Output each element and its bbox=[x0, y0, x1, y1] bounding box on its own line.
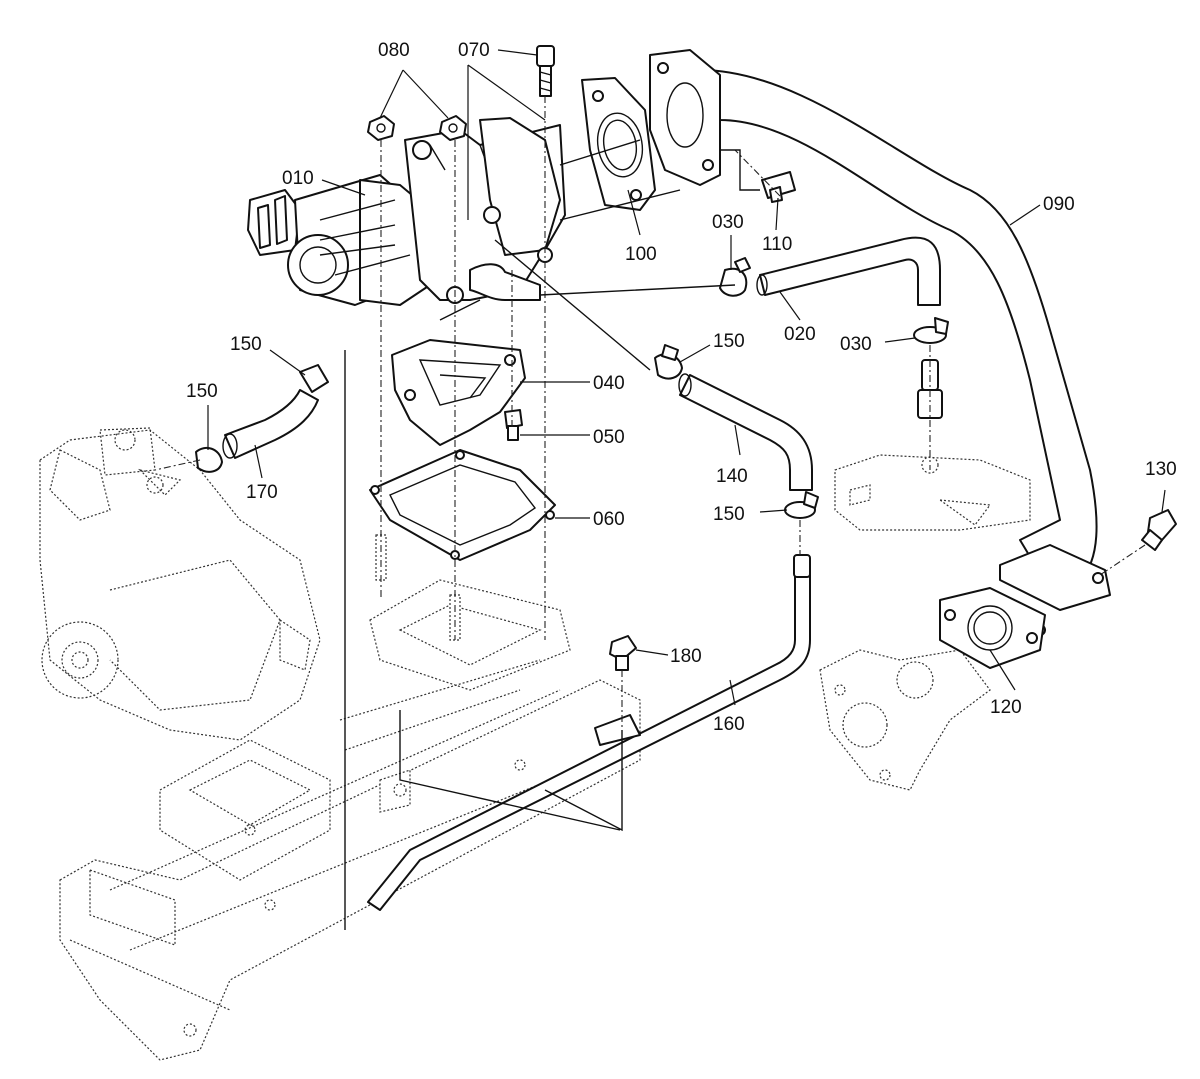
callout-180: 180 bbox=[670, 646, 702, 667]
engine-block-ghost bbox=[59, 579, 641, 1061]
egr-valve bbox=[247, 117, 566, 306]
callout-120: 120 bbox=[990, 697, 1022, 718]
callout-060: 060 bbox=[593, 509, 625, 530]
callout-040: 040 bbox=[593, 373, 625, 394]
callout-050: 050 bbox=[593, 427, 625, 448]
callout-150-left-bottom: 150 bbox=[186, 381, 218, 402]
hose-140 bbox=[678, 373, 813, 491]
callout-090: 090 bbox=[1043, 194, 1075, 215]
callout-150-left-top: 150 bbox=[230, 334, 262, 355]
callout-110: 110 bbox=[762, 234, 792, 255]
clamps-150 bbox=[195, 344, 819, 519]
bolt-130 bbox=[1141, 509, 1177, 551]
pipe-160 bbox=[367, 554, 811, 911]
callout-150-hose-top: 150 bbox=[713, 331, 745, 352]
callout-170: 170 bbox=[246, 482, 278, 503]
gasket-060 bbox=[369, 449, 556, 561]
callout-070: 070 bbox=[458, 40, 490, 61]
exhaust-manifold-ghost bbox=[819, 649, 991, 791]
cylinder-head-ghost bbox=[834, 454, 1031, 531]
clamps-030 bbox=[719, 257, 949, 344]
callout-010: 010 bbox=[282, 168, 314, 189]
callout-150-hose-bottom: 150 bbox=[713, 504, 745, 525]
callout-100: 100 bbox=[625, 244, 657, 265]
egr-pipe-090 bbox=[649, 49, 1111, 636]
callout-030-upper: 030 bbox=[712, 212, 744, 233]
callout-080: 080 bbox=[378, 40, 410, 61]
callout-labels: 080 070 010 100 110 090 030 020 030 150 … bbox=[186, 40, 1177, 735]
bolt-180 bbox=[609, 635, 637, 671]
water-pump-ghost bbox=[39, 427, 321, 741]
reed-valve-040 bbox=[391, 339, 526, 446]
assembly-centerlines bbox=[154, 96, 1146, 730]
bolt-070 bbox=[536, 45, 555, 97]
callout-160: 160 bbox=[713, 714, 745, 735]
callout-030-lower: 030 bbox=[840, 334, 872, 355]
bolt-110 bbox=[761, 171, 796, 203]
nuts-080 bbox=[367, 115, 467, 141]
gasket-100 bbox=[581, 77, 656, 211]
screw-050 bbox=[504, 409, 523, 441]
hose-020 bbox=[756, 236, 941, 306]
callout-130: 130 bbox=[1145, 459, 1177, 480]
callout-020: 020 bbox=[784, 324, 816, 345]
hose-170 bbox=[222, 389, 319, 459]
callout-140: 140 bbox=[716, 466, 748, 487]
gasket-120 bbox=[939, 587, 1046, 669]
leader-lines bbox=[207, 49, 1166, 930]
